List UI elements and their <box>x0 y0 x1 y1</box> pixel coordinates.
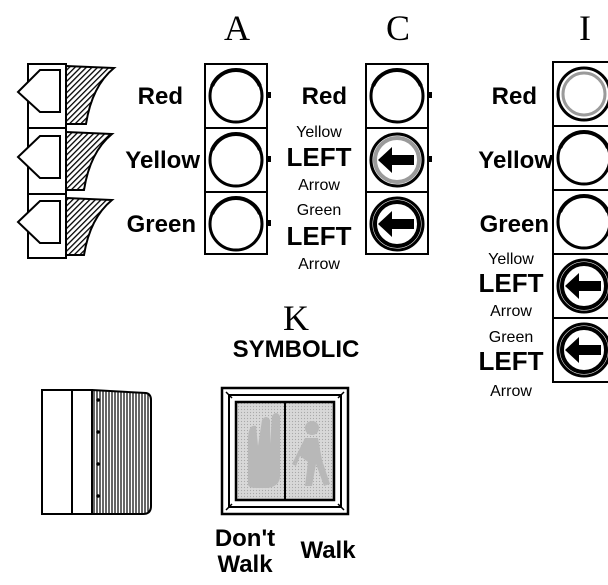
i-label-green-arrow-top: Green <box>489 329 533 346</box>
i-label-green-arrow-bot: Arrow <box>490 383 532 400</box>
i-label-yellow: Yellow <box>478 147 553 174</box>
c-label-green-bot: Arrow <box>298 256 340 273</box>
dont-walk-hand-icon <box>248 413 280 488</box>
a-label-red: Red <box>138 83 183 110</box>
ped-signal-front <box>220 386 350 516</box>
signal-a <box>204 63 271 255</box>
signal-i <box>552 61 608 383</box>
i-label-green-arrow-mid: LEFT <box>479 346 544 376</box>
heading-k-subtitle: SYMBOLIC <box>233 336 360 363</box>
c-label-red: Red <box>302 83 347 110</box>
i-yellow-left-arrow-icon <box>565 273 601 299</box>
i-label-green: Green <box>480 211 549 238</box>
ped-signal-side-view <box>41 388 152 515</box>
c-label-yellow-top: Yellow <box>296 124 342 141</box>
i-label-red: Red <box>492 83 537 110</box>
i-label-yellow-arrow-top: Yellow <box>488 251 534 268</box>
c-label-green-top: Green <box>297 202 341 219</box>
heading-k: K <box>283 298 309 338</box>
walk-person-icon <box>292 421 330 486</box>
signal-side-view <box>16 63 117 259</box>
c-label-yellow-bot: Arrow <box>298 177 340 194</box>
c-label-yellow-mid: LEFT <box>287 142 352 172</box>
heading-i: I <box>579 8 591 48</box>
c-yellow-left-arrow-icon <box>378 147 414 173</box>
i-label-yellow-arrow-mid: LEFT <box>479 268 544 298</box>
c-label-green-mid: LEFT <box>287 221 352 251</box>
k-label-walk: Walk <box>300 537 356 564</box>
heading-a: A <box>224 8 250 48</box>
a-label-green: Green <box>127 211 196 238</box>
signal-c <box>365 63 432 255</box>
i-green-left-arrow-icon <box>565 337 601 363</box>
k-label-dont: Don't <box>215 525 275 552</box>
c-green-left-arrow-icon <box>378 211 414 237</box>
heading-c: C <box>386 8 410 48</box>
i-label-yellow-arrow-bot: Arrow <box>490 303 532 320</box>
k-label-dont-walk: Walk <box>217 551 273 578</box>
a-label-yellow: Yellow <box>125 147 200 174</box>
